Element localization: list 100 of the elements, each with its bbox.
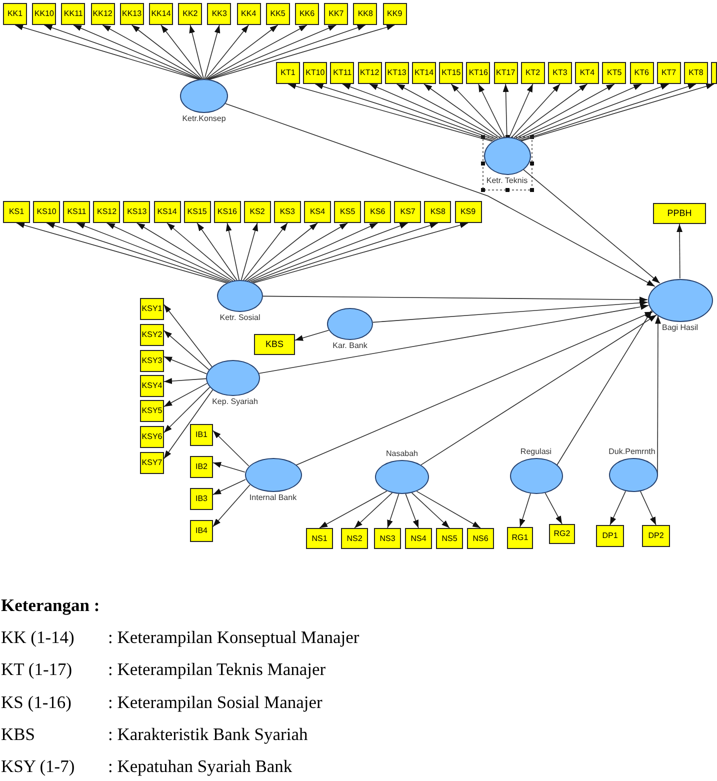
arrow bbox=[253, 222, 468, 284]
latent-variable-label: Duk.Pemrnth bbox=[608, 447, 656, 457]
indicator-box: KT12 bbox=[358, 62, 382, 84]
indicator-box: IB4 bbox=[190, 520, 213, 542]
arrow bbox=[513, 84, 588, 138]
latent-variable-label: Kep. Syariah bbox=[212, 397, 258, 407]
arrow bbox=[450, 84, 503, 138]
arrow bbox=[262, 296, 648, 303]
indicator-box: KS15 bbox=[184, 201, 211, 223]
indicator-box: KT17 bbox=[494, 62, 518, 84]
abbreviation: KK (1-14) bbox=[1, 627, 74, 648]
indicator-box: KT11 bbox=[330, 62, 354, 84]
indicator-box: KSY3 bbox=[140, 350, 164, 372]
arrow bbox=[508, 84, 534, 138]
abbreviation: KS (1-16) bbox=[1, 692, 72, 712]
indicator-box: KT3 bbox=[548, 62, 572, 84]
indicator-box: KT14 bbox=[412, 62, 436, 84]
arrow bbox=[212, 479, 246, 495]
arrow bbox=[544, 492, 562, 524]
indicator-box: KT6 bbox=[630, 62, 654, 84]
arrow bbox=[294, 330, 330, 341]
arrow bbox=[189, 24, 204, 80]
arrow bbox=[164, 378, 206, 384]
arrow bbox=[314, 84, 494, 141]
arrow bbox=[676, 224, 683, 279]
arrow bbox=[204, 24, 220, 80]
arrow bbox=[136, 222, 234, 282]
indicator-box: KS8 bbox=[424, 201, 452, 223]
arrow bbox=[517, 84, 642, 140]
arrow bbox=[511, 84, 560, 138]
latent-variable-label: Kar. Bank bbox=[332, 341, 368, 351]
indicator-box: KK12 bbox=[90, 3, 115, 25]
arrow bbox=[212, 430, 250, 466]
indicator-box: KS10 bbox=[33, 201, 60, 223]
indicator-box: KK1 bbox=[3, 3, 27, 25]
arrow bbox=[342, 84, 496, 140]
arrow bbox=[250, 222, 408, 282]
indicator-box: NS4 bbox=[405, 528, 432, 549]
arrow bbox=[252, 222, 438, 283]
indicator-box: KK3 bbox=[207, 3, 232, 25]
indicator-box: KSY5 bbox=[140, 400, 164, 422]
abbreviation-definition: : Keterampilan Konseptual Manajer bbox=[108, 627, 360, 648]
indicator-box: KSY2 bbox=[140, 324, 164, 346]
arrow bbox=[240, 222, 258, 280]
indicator-box: IB3 bbox=[190, 488, 213, 510]
arrow bbox=[354, 492, 393, 528]
arrow bbox=[245, 222, 318, 281]
indicator-box: KT7 bbox=[656, 62, 681, 84]
indicator-box: KBS bbox=[254, 334, 295, 355]
indicator-box: KT10 bbox=[303, 62, 328, 84]
indicator-box: PPBH bbox=[653, 203, 706, 224]
abbreviation: KBS bbox=[1, 724, 36, 744]
indicator-box: KK2 bbox=[178, 3, 202, 25]
arrow bbox=[502, 84, 509, 138]
indicator-box: KS4 bbox=[304, 201, 331, 223]
latent-variable-label: Ketr. Sosial bbox=[220, 313, 260, 323]
indicator-box: KS13 bbox=[123, 201, 150, 223]
arrow bbox=[372, 300, 648, 323]
arrow bbox=[209, 24, 395, 80]
indicator-box: KK10 bbox=[32, 3, 56, 25]
latent-variable-label: Internal Bank bbox=[249, 493, 297, 503]
indicator-box: KK14 bbox=[149, 3, 173, 25]
arrow bbox=[208, 24, 366, 80]
indicator-box: KS11 bbox=[63, 201, 90, 223]
latent-variable-label: Ketr. Teknis bbox=[486, 176, 528, 186]
indicator-box: KT16 bbox=[466, 62, 490, 84]
indicator-box: KT4 bbox=[575, 62, 600, 84]
arrow bbox=[16, 222, 228, 284]
indicator-box: KS14 bbox=[154, 201, 180, 223]
indicator-box: KK6 bbox=[295, 3, 319, 25]
arrow bbox=[411, 492, 450, 528]
indicator-box: KK9 bbox=[382, 3, 407, 25]
arrow bbox=[640, 490, 656, 526]
indicator-box: KT5 bbox=[602, 62, 626, 84]
arrow bbox=[44, 24, 200, 80]
indicator-box: KK8 bbox=[353, 3, 378, 25]
abbreviation-definition: : Keterampilan Sosial Manajer bbox=[108, 692, 322, 712]
indicator-box: RG2 bbox=[549, 524, 575, 544]
arrow bbox=[76, 222, 230, 282]
indicator-box bbox=[711, 62, 717, 84]
arrow bbox=[131, 24, 202, 80]
indicator-box: KK4 bbox=[236, 3, 261, 25]
indicator-box: NS5 bbox=[436, 528, 463, 549]
arrow bbox=[369, 84, 497, 140]
arrow bbox=[196, 222, 238, 280]
indicator-box: KS5 bbox=[334, 201, 362, 223]
indicator-box: KSY4 bbox=[140, 375, 164, 397]
arrow bbox=[106, 222, 232, 282]
indicator-box: KT15 bbox=[439, 62, 464, 84]
indicator-box: NS1 bbox=[306, 528, 333, 549]
indicator-box: RG1 bbox=[507, 527, 533, 549]
arrow bbox=[387, 494, 400, 528]
abbreviation-definition: : Karakteristik Bank Syariah bbox=[108, 724, 308, 744]
indicator-box: NS6 bbox=[467, 528, 494, 549]
indicator-box: KSY1 bbox=[140, 298, 164, 320]
arrow bbox=[247, 222, 348, 282]
arrow bbox=[478, 84, 505, 138]
indicator-box: KT13 bbox=[384, 62, 409, 84]
abbreviation-definition: : Keterampilan Teknis Manajer bbox=[108, 659, 326, 680]
arrow bbox=[164, 356, 208, 374]
